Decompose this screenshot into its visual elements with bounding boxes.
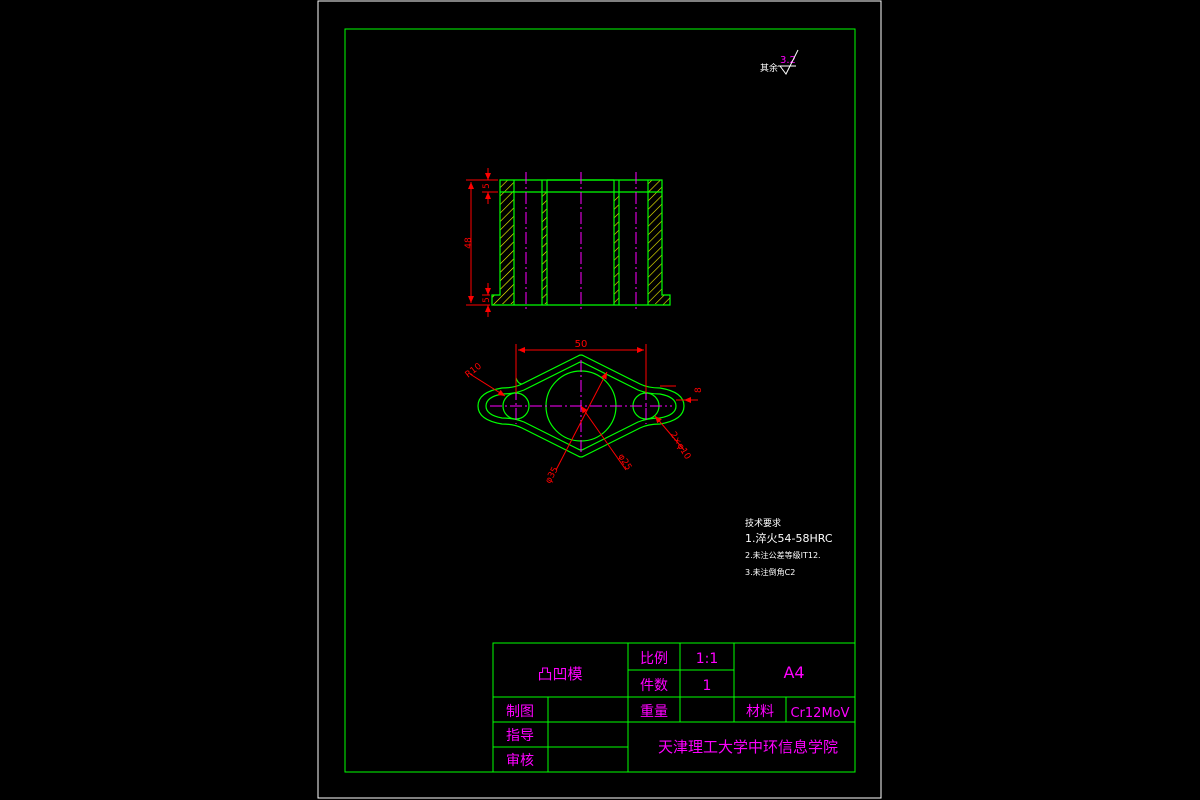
title-block: 凸凹模 比例 1:1 件数 1 A4 制图 重量 材料 Cr12MoV 指导 审…: [492, 642, 856, 773]
surface-finish-value: 3.2: [780, 55, 796, 66]
material-value: Cr12MoV: [790, 706, 849, 721]
surface-finish-symbol: 其余 3.2: [760, 49, 799, 75]
drawn-label: 制图: [506, 704, 534, 720]
roughness-mark-icon: [779, 49, 799, 75]
top-view: 50 R10 8 2×φ10 φ25 φ35: [464, 339, 704, 485]
dim-hole-center: φ25: [615, 452, 633, 472]
dim-radius-left: R10: [464, 361, 484, 380]
dim-hole-small: 2×φ10: [667, 430, 692, 462]
drawing-border: [344, 28, 856, 773]
guide-label: 指导: [506, 728, 534, 744]
qty-label: 件数: [640, 678, 668, 694]
tech-req-item-2: 2.未注公差等级IT12.: [745, 550, 821, 560]
surface-finish-label: 其余: [760, 62, 778, 74]
sheet-size: A4: [783, 663, 804, 682]
dim-thickness: 8: [694, 387, 704, 393]
tech-req-title: 技术要求: [745, 517, 781, 529]
scale-value: 1:1: [696, 651, 719, 667]
dim-height: 48: [464, 237, 474, 249]
tech-req-item-3: 3.未注倒角C2: [745, 567, 795, 577]
review-label: 审核: [506, 753, 534, 769]
scale-label: 比例: [640, 651, 668, 667]
sheet-frame: [317, 0, 882, 799]
dim-bottom-step: 5: [482, 297, 492, 303]
school-name: 天津理工大学中环信息学院: [658, 738, 838, 756]
front-section-view: 5 48 5: [464, 168, 671, 317]
part-name: 凸凹模: [537, 665, 582, 683]
dim-top-step: 5: [482, 183, 492, 189]
technical-requirements: 技术要求 1.淬火54-58HRC 2.未注公差等级IT12. 3.未注倒角C2: [745, 517, 833, 577]
qty-value: 1: [703, 678, 712, 694]
tech-req-item-1: 1.淬火54-58HRC: [745, 531, 833, 545]
dim-circle-outer: φ35: [544, 465, 561, 485]
weight-label: 重量: [640, 704, 668, 720]
dim-width: 50: [575, 339, 588, 350]
material-label: 材料: [746, 704, 774, 720]
